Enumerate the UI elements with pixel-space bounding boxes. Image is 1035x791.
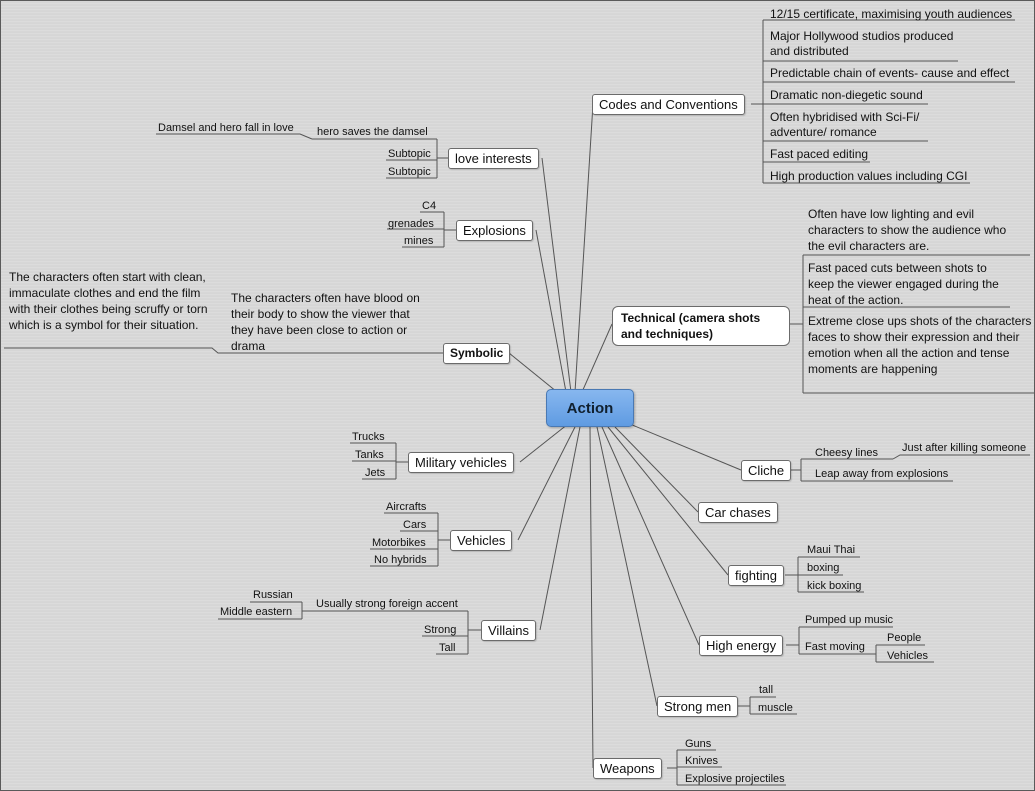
fighting-branch-lines — [785, 556, 864, 593]
love-interests-node[interactable]: love interests — [448, 148, 539, 169]
codes-item: Dramatic non-diegetic sound — [770, 88, 923, 102]
car-chases-node[interactable]: Car chases — [698, 502, 778, 523]
symbolic-node[interactable]: Symbolic — [443, 343, 511, 364]
codes-item: Predictable chain of events- cause and e… — [770, 66, 1010, 80]
vehicles-item: Aircrafts — [386, 501, 427, 513]
explosions-item: mines — [404, 235, 434, 247]
villains-item: Tall — [439, 642, 456, 654]
high-energy-fast-item: People — [887, 632, 922, 644]
military-item: Jets — [365, 467, 386, 479]
technical-item: Often have low lighting and evil charact… — [808, 207, 1007, 253]
damsel-hero-love: Damsel and hero fall in love — [158, 122, 294, 134]
villains-item: Strong — [424, 624, 457, 636]
cliche-branch-lines — [788, 454, 1030, 482]
high-energy-music: Pumped up music — [805, 614, 894, 626]
vehicles-branch-lines — [370, 512, 450, 567]
vehicles-item: No hybrids — [374, 554, 427, 566]
technical-branch-lines — [790, 254, 1035, 394]
high-energy-node[interactable]: High energy — [699, 635, 784, 656]
weapons-item: Explosive projectiles — [685, 773, 785, 785]
high-energy-fast: Fast moving — [805, 641, 865, 653]
cliche-after: Just after killing someone — [902, 442, 1027, 454]
strong-men-node[interactable]: Strong men — [657, 696, 739, 717]
codes-branch-lines — [751, 19, 1015, 184]
love-branch-lines — [156, 133, 448, 179]
love-subtopic: Subtopic — [388, 166, 431, 178]
spokes — [508, 103, 742, 769]
hero-saves-damsel: hero saves the damsel — [317, 126, 428, 138]
military-vehicles-node[interactable]: Military vehicles — [408, 452, 514, 473]
weapons-branch-lines — [667, 749, 786, 786]
fighting-node[interactable]: fighting — [728, 565, 784, 586]
symbolic-clothes-text: The characters often start with clean, i… — [9, 270, 208, 332]
codes-item: Major Hollywood studios produced and dis… — [770, 29, 954, 58]
love-subtopic: Subtopic — [388, 148, 431, 160]
explosions-item: C4 — [422, 200, 437, 212]
villains-accent: Usually strong foreign accent — [316, 598, 458, 610]
military-branch-lines — [350, 442, 408, 480]
symbolic-blood-text: The characters often have blood on their… — [231, 291, 420, 353]
explosions-branch-lines — [387, 211, 456, 248]
weapons-node[interactable]: Weapons — [593, 758, 662, 779]
codes-conventions-node[interactable]: Codes and Conventions — [592, 94, 745, 115]
strong-men-item: muscle — [758, 702, 793, 714]
villains-accent-item: Russian — [253, 589, 293, 601]
cliche-cheesy: Cheesy lines — [815, 447, 878, 459]
technical-item: Extreme close ups shots of the character… — [808, 314, 1032, 376]
codes-item: High production values including CGI — [770, 169, 968, 183]
military-item: Trucks — [352, 431, 385, 443]
technical-item: Fast paced cuts between shots to keep th… — [808, 261, 999, 307]
vehicles-item: Motorbikes — [372, 537, 426, 549]
vehicles-item: Cars — [403, 519, 427, 531]
villains-node[interactable]: Villains — [481, 620, 536, 641]
codes-item: 12/15 certificate, maximising youth audi… — [770, 7, 1013, 21]
military-item: Tanks — [355, 449, 384, 461]
symbolic-branch-lines — [4, 347, 443, 354]
central-topic-action[interactable]: Action — [546, 389, 634, 427]
weapons-item: Knives — [685, 755, 719, 767]
villains-branch-lines — [218, 601, 481, 655]
high-energy-fast-item: Vehicles — [887, 650, 928, 662]
codes-item: Fast paced editing — [770, 147, 869, 161]
strongmen-branch-lines — [737, 696, 797, 715]
vehicles-node[interactable]: Vehicles — [450, 530, 513, 551]
weapons-item: Guns — [685, 738, 712, 750]
codes-item: Often hybridised with Sci-Fi/ adventure/… — [770, 110, 920, 139]
fighting-item: boxing — [807, 562, 840, 574]
explosions-node[interactable]: Explosions — [456, 220, 533, 241]
strong-men-item: tall — [759, 684, 774, 696]
technical-node[interactable]: Technical (camera shots and techniques) — [612, 306, 790, 346]
fighting-item: kick boxing — [807, 580, 862, 592]
villains-accent-item: Middle eastern — [220, 606, 293, 618]
fighting-item: Maui Thai — [807, 544, 856, 556]
explosions-item: grenades — [388, 218, 434, 230]
cliche-node[interactable]: Cliche — [741, 460, 792, 481]
highenergy-branch-lines — [786, 626, 934, 663]
cliche-leap: Leap away from explosions — [815, 468, 949, 480]
